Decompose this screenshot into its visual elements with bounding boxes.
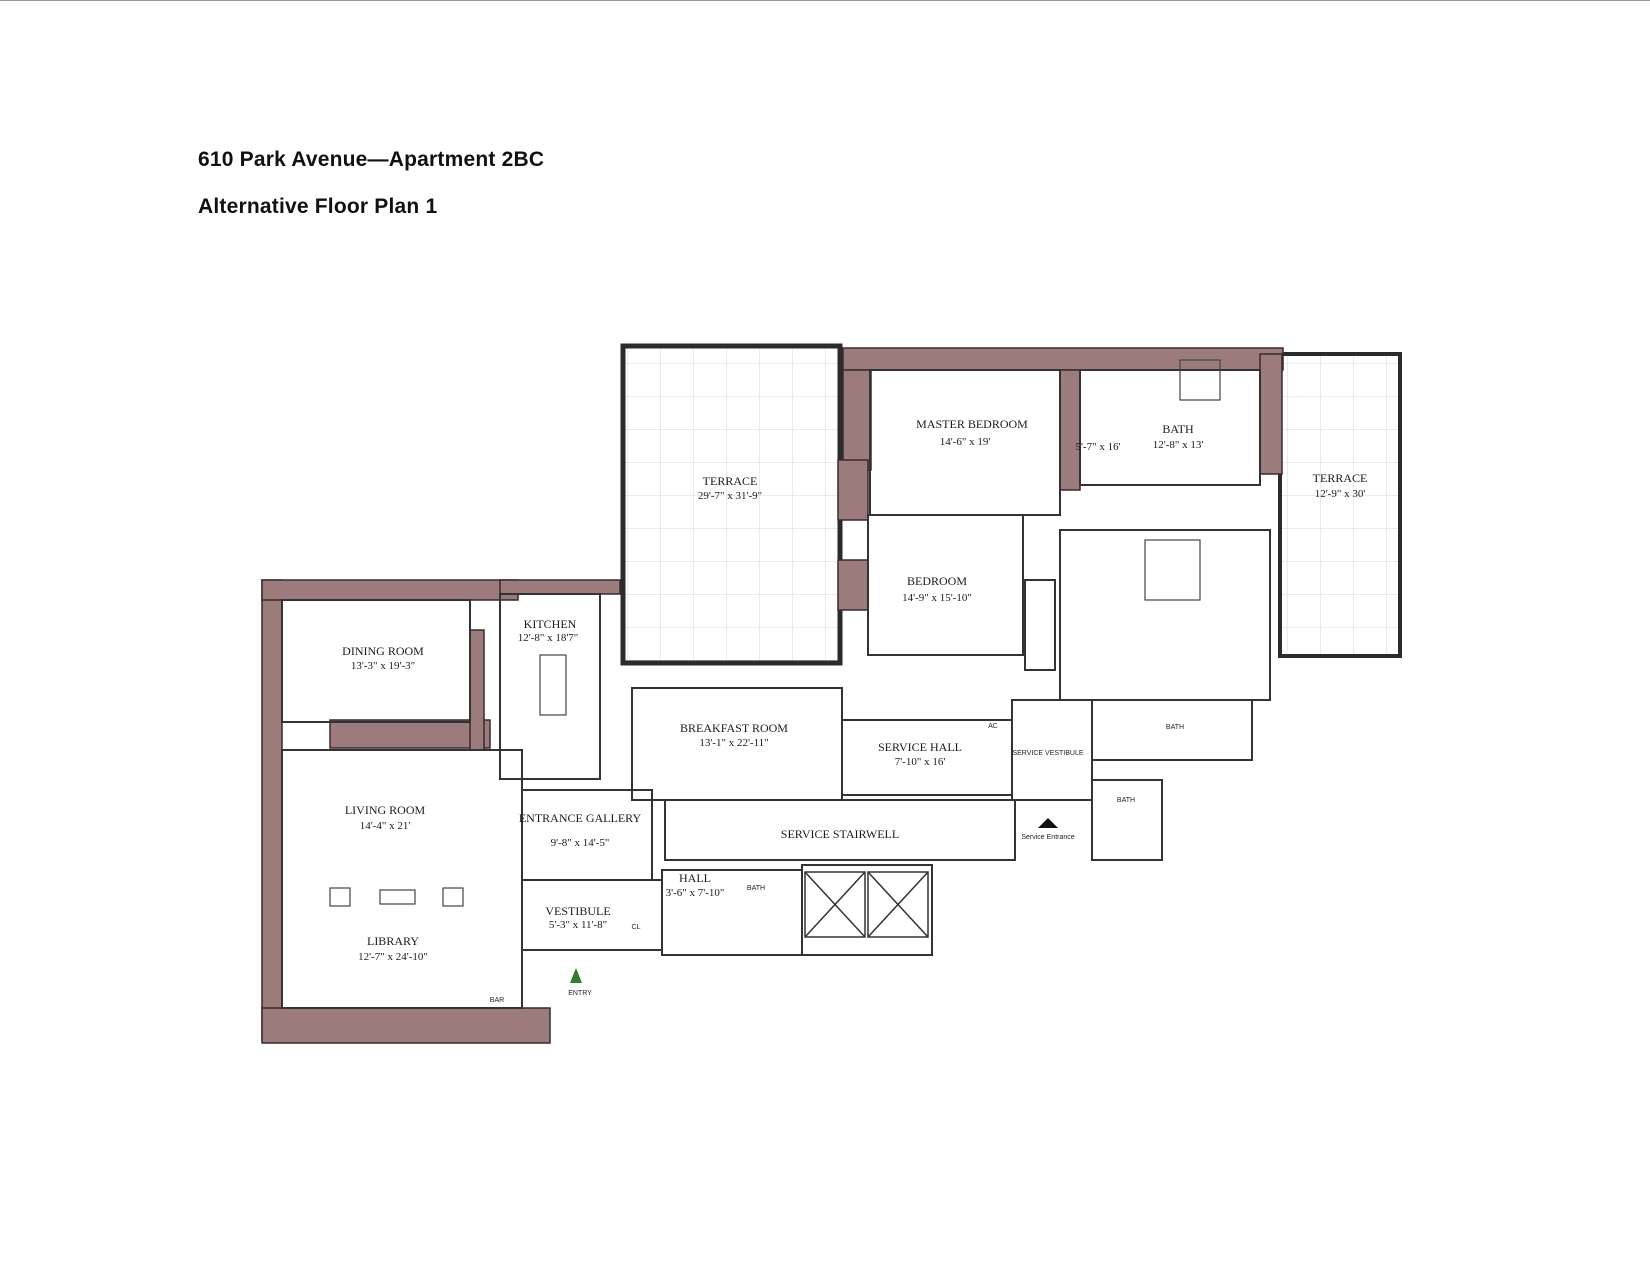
top-rule — [0, 0, 1650, 1]
svg-text:ENTRY: ENTRY — [568, 990, 592, 997]
bath-service-label: BATH — [1166, 724, 1184, 731]
closet-label: CL — [632, 924, 641, 931]
service-vestibule-label: SERVICE VESTIBULE — [1012, 750, 1083, 757]
room-labels: TERRACE 29'-7" x 31'-9" MASTER BEDROOM 1… — [342, 417, 1367, 1004]
elevator-shafts — [804, 871, 929, 938]
service-entrance-marker: Service Entrance — [1021, 818, 1075, 841]
svg-text:Service Entrance: Service Entrance — [1021, 834, 1074, 841]
entrance-gallery-label: ENTRANCE GALLERY — [519, 811, 642, 825]
terrace-east-dims: 12'-9" x 30' — [1315, 488, 1366, 500]
entrance-gallery-dims: 9'-8" x 14'-5" — [551, 837, 610, 849]
vestibule-label: VESTIBULE — [545, 904, 610, 918]
hall-label: HALL — [679, 871, 711, 885]
terrace-main-label: TERRACE — [703, 474, 758, 488]
library-dims: 12'-7" x 24'-10" — [358, 951, 428, 963]
master-bath-label: BATH — [1162, 422, 1194, 436]
hall-dims: 3'-6" x 7'-10" — [666, 887, 725, 899]
dining-room-label: DINING ROOM — [342, 644, 424, 658]
dressing-dims: 5'-7" x 16' — [1075, 441, 1120, 453]
breakfast-room-label: BREAKFAST ROOM — [680, 721, 788, 735]
living-room-label: LIVING ROOM — [345, 803, 426, 817]
kitchen-label: KITCHEN — [524, 617, 577, 631]
bedroom-dims: 14'-9" x 15'-10" — [902, 592, 972, 604]
terrace-east-area — [1278, 352, 1402, 658]
interior-walls — [281, 369, 1271, 1009]
bath-small-label: BATH — [747, 885, 765, 892]
bar-label: BAR — [490, 997, 504, 1004]
terrace-east-label: TERRACE — [1313, 471, 1368, 485]
terrace-main-dims: 29'-7" x 31'-9" — [698, 490, 762, 502]
service-hall-label: SERVICE HALL — [878, 740, 962, 754]
ac-label: AC — [988, 723, 998, 730]
terrace-main-area — [620, 343, 843, 666]
service-hall-dims: 7'-10" x 16' — [895, 756, 946, 768]
exterior-walls — [261, 347, 1284, 1044]
dining-room-dims: 13'-3" x 19'-3" — [351, 660, 415, 672]
library-label: LIBRARY — [367, 934, 419, 948]
furniture — [329, 359, 1221, 907]
service-stairwell-label: SERVICE STAIRWELL — [781, 827, 899, 841]
bedroom-label: BEDROOM — [907, 574, 967, 588]
kitchen-dims: 12'-8" x 18'7" — [518, 632, 579, 644]
master-bedroom-dims: 14'-6" x 19' — [940, 436, 991, 448]
document-title: 610 Park Avenue—Apartment 2BC — [198, 148, 545, 171]
master-bath-dims: 12'-8" x 13' — [1153, 439, 1204, 451]
living-room-dims: 14'-4" x 21' — [360, 820, 411, 832]
vestibule-dims: 5'-3" x 11'-8" — [549, 919, 607, 931]
entry-marker: ENTRY — [568, 968, 592, 997]
document-subtitle: Alternative Floor Plan 1 — [198, 195, 438, 218]
bath-service2-label: BATH — [1117, 797, 1135, 804]
breakfast-room-dims: 13'-1" x 22'-11" — [699, 737, 768, 749]
master-bedroom-label: MASTER BEDROOM — [916, 417, 1028, 431]
